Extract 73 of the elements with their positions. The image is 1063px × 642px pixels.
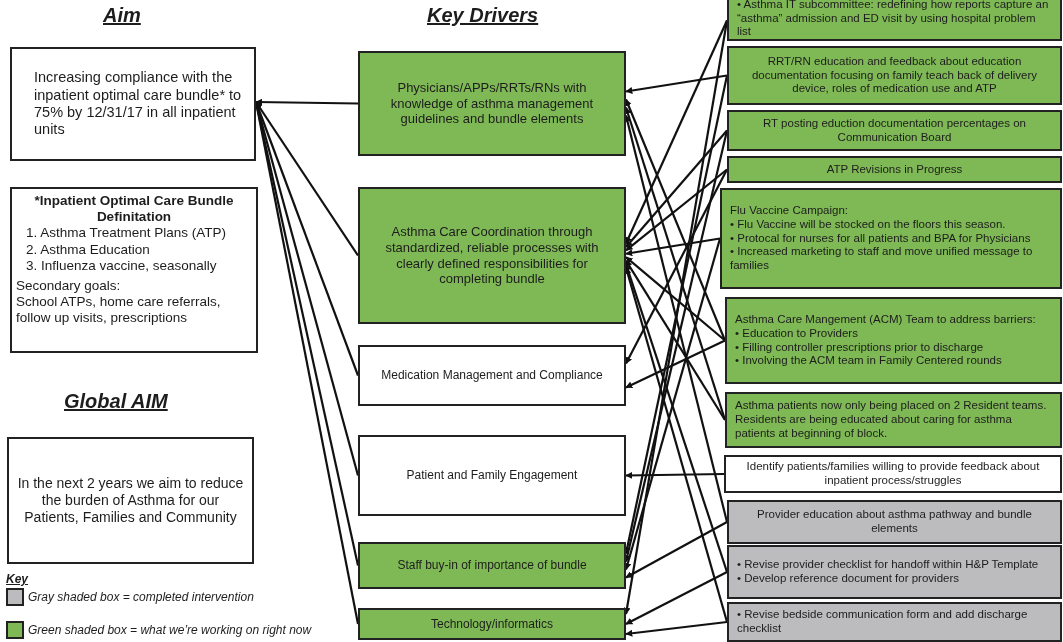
node-text: 2. Asthma Education <box>25 241 151 258</box>
global-aim-box <box>7 437 254 564</box>
driver-box <box>358 345 626 406</box>
arrow <box>625 129 728 248</box>
arrow <box>255 101 359 257</box>
arrow <box>625 471 724 479</box>
intervention-box <box>727 602 1062 642</box>
intervention-box <box>725 297 1062 384</box>
intervention-box <box>727 46 1062 105</box>
node-text: • Revise bedside communication form and add discharge checklist <box>737 608 1029 636</box>
aim-box <box>10 47 256 161</box>
node-text: Technology/informatics <box>430 616 554 632</box>
intervention-box <box>725 392 1062 448</box>
node-text: • Asthma IT subcommittee: redefining how reports capture an “asthma” admission and ED visit by using hospital problem list <box>737 0 1050 40</box>
node-text: • Filling controller prescriptions prior to discharge <box>735 340 985 355</box>
arrow <box>625 20 728 245</box>
node-text: Patient and Family Engagement <box>406 468 578 483</box>
intervention-box <box>724 455 1062 493</box>
node-text: Identify patients/families willing to provide feedback about inpatient process/struggles <box>745 460 1041 488</box>
node-text: • Flu Vaccine will be stocked on the floors this season. <box>730 217 1007 232</box>
node-text: Asthma patients now only being placed on 2 Resident teams. Residents are being educated about caring for asthma patients at beginning of block. <box>735 399 1048 441</box>
intervention-box <box>727 545 1062 599</box>
intervention-box <box>720 188 1062 289</box>
node-text: • Education to Providers <box>735 326 859 341</box>
node-text: Flu Vaccine Campaign: <box>730 204 850 218</box>
arrow <box>255 98 358 106</box>
node-text: • Protocal for nurses for all patients and BPA for Physicians <box>730 231 1032 246</box>
node-text: • Develop reference document for providers <box>737 572 960 586</box>
node-text: In the next 2 years we aim to reduce the burden of Asthma for our Patients, Families and Community <box>17 475 244 526</box>
intervention-box <box>727 500 1062 544</box>
legend-text: Green shaded box = what we’re working on right now <box>28 623 312 637</box>
arrow <box>623 20 729 615</box>
node-text: RT posting eduction documentation percentages on Communication Board <box>762 116 1027 145</box>
intervention-box <box>727 156 1062 183</box>
node-text: Secondary goals: <box>16 277 122 295</box>
node-text: Medication Management and Compliance <box>381 368 603 383</box>
section-heading: Key Drivers <box>427 4 539 27</box>
driver-box <box>358 435 626 516</box>
driver-box <box>358 51 626 156</box>
arrow <box>625 74 728 94</box>
node-text: Physicians/APPs/RRTs/RNs with knowledge of asthma management guidelines and bundle elements <box>389 80 595 127</box>
intervention-box <box>727 110 1062 151</box>
node-text: Staff buy-in of importance of bundle <box>397 558 587 573</box>
node-text: 3. Influenza vaccine, seasonally <box>25 257 218 274</box>
node-text: Asthma Care Mangement (ACM) Team to address barriers: <box>735 312 1037 327</box>
arrow <box>625 571 728 625</box>
node-text: 1. Asthma Treatment Plans (ATP) <box>25 225 228 242</box>
arrow <box>625 620 728 637</box>
node-text: • Revise provider checklist for handoff within H&P Template <box>737 558 1040 572</box>
node-text: RRT/RN education and feedback about education documentation focusing on family teach back of delivery device, roles of medication use and ATP <box>750 54 1039 97</box>
driver-box <box>358 608 626 640</box>
definition-box <box>10 187 258 353</box>
arrow <box>625 168 728 252</box>
node-text: • Increased marketing to staff and move unified message to families <box>730 245 1034 273</box>
arrow <box>625 339 726 389</box>
driver-box <box>358 187 626 324</box>
node-text: Provider education about asthma pathway and bundle elements <box>756 508 1033 536</box>
legend-text: Gray shaded box = completed intervention <box>28 590 254 604</box>
node-text: *Inpatient Optimal Care Bundle Definitation <box>33 193 235 226</box>
node-text: Increasing compliance with the inpatient optimal care bundle* to 75% by 12/31/17 in all inpatient units <box>34 69 243 139</box>
arrow <box>625 521 728 579</box>
arrow <box>625 98 726 341</box>
arrow <box>625 169 728 365</box>
driver-box <box>358 542 626 589</box>
arrow <box>625 237 721 257</box>
node-text: Asthma Care Coordination through standardized, reliable processes with clearly defined responsibilities for completing bundle <box>384 224 600 287</box>
node-text: • Involving the ACM team in Family Centered rounds <box>735 354 1003 369</box>
section-heading: Global AIM <box>64 390 168 413</box>
arrow <box>625 260 726 421</box>
section-heading: Aim <box>103 4 141 27</box>
node-text: ATP Revisions in Progress <box>826 162 963 177</box>
arrow <box>625 256 726 342</box>
node-text: School ATPs, home care referrals, follow up visits, prescriptions <box>16 294 222 327</box>
